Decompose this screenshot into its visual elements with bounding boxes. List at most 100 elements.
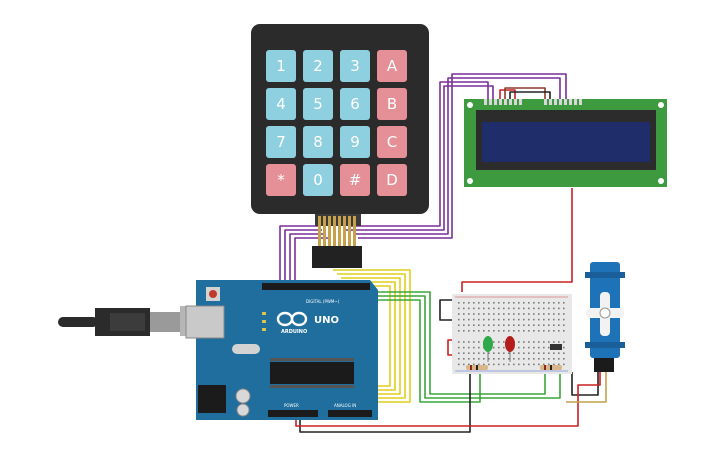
- breadboard-hole: [468, 346, 470, 349]
- breadboard-hole: [543, 346, 545, 349]
- breadboard-hole: [503, 358, 505, 360]
- keypad-key-label: A: [387, 57, 398, 75]
- breadboard-hole: [488, 330, 490, 332]
- breadboard-hole: [553, 324, 555, 326]
- keypad-key-label: D: [386, 171, 398, 189]
- breadboard-hole: [503, 307, 505, 310]
- breadboard-hole: [538, 346, 540, 349]
- breadboard-hole: [488, 363, 490, 366]
- breadboard-hole: [508, 302, 510, 304]
- breadboard-hole: [563, 358, 565, 360]
- breadboard-hole: [508, 330, 510, 332]
- breadboard-hole: [498, 346, 500, 349]
- breadboard-hole: [558, 358, 560, 360]
- breadboard-hole: [468, 313, 470, 315]
- breadboard-hole: [523, 324, 525, 326]
- servo-connector: [594, 358, 614, 372]
- breadboard-hole: [493, 341, 495, 343]
- breadboard-hole: [488, 358, 490, 360]
- breadboard-hole: [538, 330, 540, 332]
- capacitor-2: [236, 403, 250, 417]
- keypad-key: [303, 164, 333, 196]
- breadboard-hole: [473, 324, 475, 326]
- digital-header: [262, 283, 370, 290]
- keypad-key-label: 6: [350, 95, 360, 113]
- keypad-key-label: 0: [313, 171, 323, 189]
- breadboard-hole: [473, 330, 475, 332]
- breadboard-hole: [463, 318, 465, 321]
- keypad-key-label: 1: [276, 57, 286, 75]
- breadboard-hole: [458, 346, 460, 349]
- breadboard-hole: [528, 324, 530, 326]
- keypad-pins: [318, 216, 356, 246]
- breadboard-hole: [508, 313, 510, 315]
- breadboard-hole: [518, 302, 520, 304]
- breadboard-hole: [518, 352, 520, 354]
- lcd-ground-wire: [509, 91, 551, 99]
- breadboard-hole: [558, 363, 560, 366]
- breadboard-hole: [513, 302, 515, 304]
- breadboard-hole: [458, 330, 460, 332]
- breadboard-hole: [493, 324, 495, 326]
- breadboard-hole: [528, 358, 530, 360]
- digital-label: DIGITAL (PWM~): [306, 299, 340, 304]
- breadboard-hole: [503, 341, 505, 343]
- keypad-key: [377, 164, 407, 196]
- breadboard-hole: [548, 302, 550, 304]
- breadboard-hole: [478, 307, 480, 310]
- breadboard-hole: [548, 363, 550, 366]
- breadboard-hole: [478, 363, 480, 366]
- breadboard-hole: [488, 307, 490, 310]
- arduino-model: UNO: [314, 315, 339, 326]
- breadboard-hole: [538, 363, 540, 366]
- keypad-key: [340, 50, 370, 82]
- breadboard-hole: [498, 302, 500, 304]
- breadboard-hole: [498, 318, 500, 321]
- servo-ground: [571, 368, 599, 396]
- breadboard-hole: [523, 346, 525, 349]
- keypad-key: [340, 164, 370, 196]
- breadboard-hole: [488, 313, 490, 315]
- breadboard-hole: [553, 313, 555, 315]
- breadboard-hole: [558, 341, 560, 343]
- servo-motor: [585, 262, 625, 372]
- breadboard-hole: [553, 307, 555, 310]
- breadboard-hole: [543, 330, 545, 332]
- breadboard-hole: [538, 318, 540, 321]
- breadboard-hole: [508, 324, 510, 326]
- breadboard-hole: [493, 352, 495, 354]
- breadboard-hole: [518, 358, 520, 360]
- breadboard-hole: [523, 318, 525, 321]
- breadboard-hole: [518, 341, 520, 343]
- keypad-key-label: 2: [313, 57, 323, 75]
- breadboard-hole: [458, 302, 460, 304]
- breadboard-body: [452, 294, 572, 374]
- green-led: [483, 336, 493, 362]
- breadboard-hole: [463, 352, 465, 354]
- keypad-key: [266, 126, 296, 158]
- breadboard-hole: [548, 330, 550, 332]
- breadboard-hole: [508, 352, 510, 354]
- keypad-key-label: 9: [350, 133, 360, 151]
- lcd-screen: [482, 122, 650, 162]
- lcd-module: [464, 99, 667, 187]
- breadboard-hole: [533, 358, 535, 360]
- atmega-chip: [270, 362, 354, 384]
- crystal: [232, 344, 260, 354]
- chip-socket: [270, 358, 354, 388]
- breadboard-hole: [488, 318, 490, 321]
- breadboard-hole: [528, 363, 530, 366]
- breadboard-hole: [463, 313, 465, 315]
- breadboard-hole: [463, 358, 465, 360]
- breadboard-hole: [488, 352, 490, 354]
- breadboard-hole: [493, 302, 495, 304]
- breadboard-hole: [493, 330, 495, 332]
- breadboard-hole: [468, 318, 470, 321]
- breadboard-hole: [468, 330, 470, 332]
- breadboard-hole: [473, 302, 475, 304]
- breadboard-hole: [528, 302, 530, 304]
- breadboard-hole: [468, 307, 470, 310]
